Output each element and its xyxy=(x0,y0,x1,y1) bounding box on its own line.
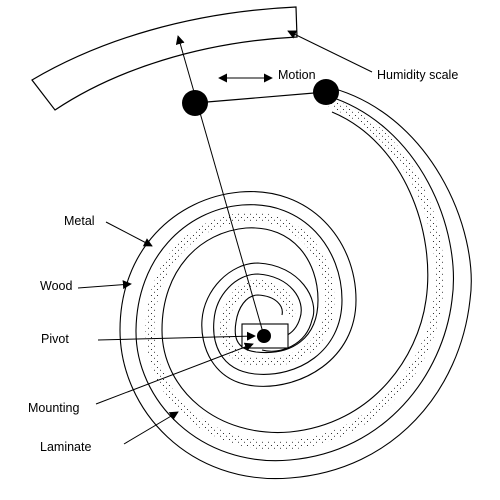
pivot-label: Pivot xyxy=(41,332,69,346)
coil-joint xyxy=(313,79,339,105)
linkage-rod xyxy=(194,91,327,104)
spiral-inner-line xyxy=(161,111,429,434)
laminate-band xyxy=(145,98,445,451)
pointer-joint xyxy=(182,90,208,116)
pivot-leader xyxy=(97,331,256,341)
humidity-scale-leader xyxy=(287,30,373,73)
laminate-label: Laminate xyxy=(40,440,91,454)
motion-label: Motion xyxy=(278,68,316,82)
mounting-leader xyxy=(95,342,254,405)
pointer-needle xyxy=(175,35,265,337)
wood-label: Wood xyxy=(40,279,72,293)
metal-leader xyxy=(105,221,153,247)
metal-label: Metal xyxy=(64,214,95,228)
laminate-leader xyxy=(123,411,179,445)
spiral-middle-line xyxy=(135,95,454,462)
humidity-scale-band xyxy=(31,6,298,111)
mounting-label: Mounting xyxy=(28,401,79,415)
wood-leader xyxy=(77,280,132,290)
humidity-scale-label: Humidity scale xyxy=(377,68,458,82)
spiral-outer-line xyxy=(119,85,472,480)
